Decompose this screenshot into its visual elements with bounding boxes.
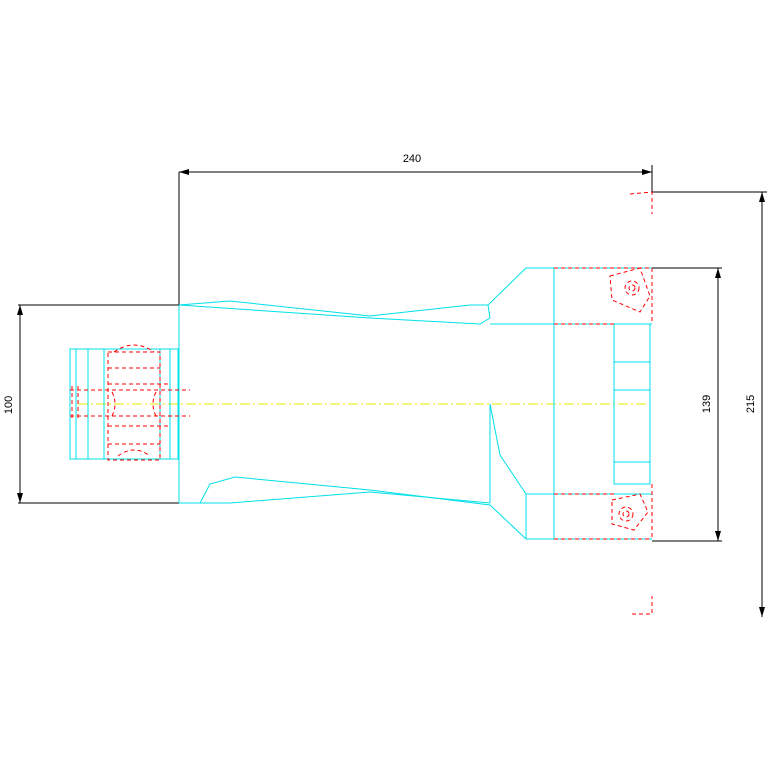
dimension-100-label: 100 [3, 396, 15, 414]
dimension-100: 100 [3, 304, 179, 504]
dimension-240: 240 [178, 153, 653, 305]
tool-shank [69, 348, 179, 460]
dimension-139: 139 [652, 267, 722, 542]
dimension-139-label: 139 [701, 395, 713, 413]
dimension-240-label: 240 [403, 153, 421, 165]
dimension-215: 215 [652, 191, 767, 617]
hidden-features [70, 191, 653, 615]
dimension-215-label: 215 [745, 395, 757, 413]
